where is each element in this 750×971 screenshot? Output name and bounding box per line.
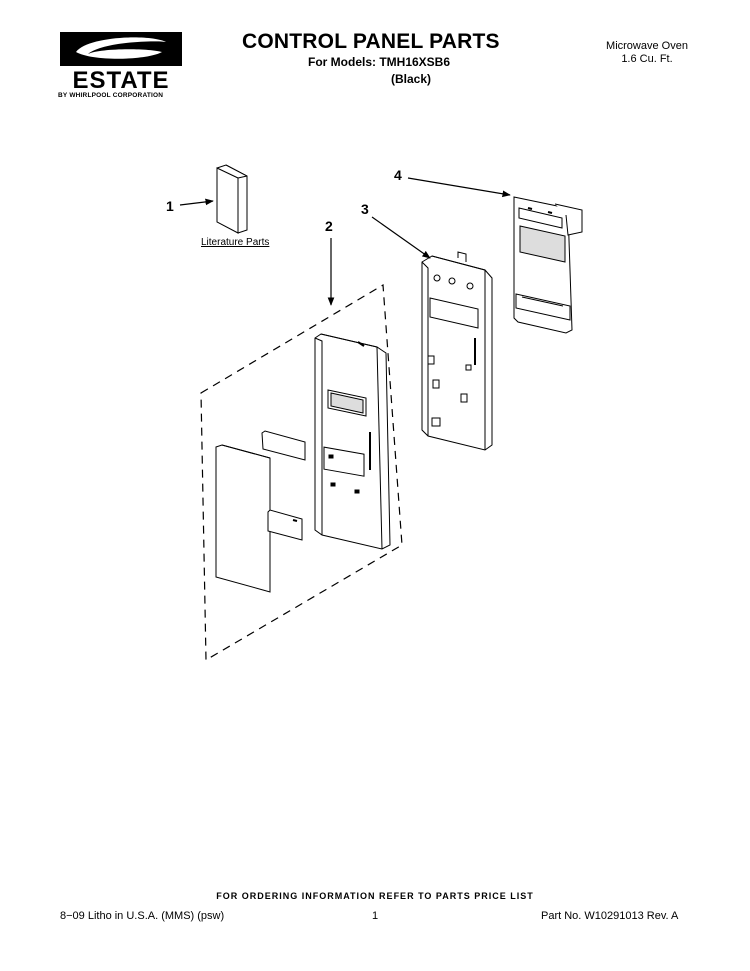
callout-leader-1	[179, 198, 214, 206]
assembly-boundary	[200, 283, 403, 662]
callout-leader-4	[407, 177, 511, 198]
control-panel-front	[314, 333, 391, 550]
page-number: 1	[372, 910, 379, 922]
product-capacity: 1.6 Cu. Ft.	[621, 53, 673, 65]
control-panel-housing	[421, 251, 493, 451]
estate-logo: ESTATE	[60, 32, 182, 94]
callout-4: 4	[394, 167, 402, 183]
callout-leader-3	[371, 216, 431, 259]
literature-booklet	[216, 164, 248, 234]
part-number: Part No. W10291013 Rev. A	[541, 910, 679, 922]
page-title: CONTROL PANEL PARTS	[242, 30, 500, 53]
product-description: Microwave Oven 1.6 Cu. Ft.	[592, 40, 702, 66]
svg-text:ESTATE: ESTATE	[72, 67, 169, 94]
model-number: For Models: TMH16XSB6	[308, 55, 451, 69]
ordering-info: FOR ORDERING INFORMATION REFER TO PARTS …	[216, 891, 534, 901]
callout-3: 3	[361, 201, 369, 217]
model-color: (Black)	[391, 72, 432, 86]
callout-2: 2	[325, 218, 333, 234]
callout-1: 1	[166, 198, 174, 214]
bracket	[513, 196, 583, 334]
membrane-overlay	[215, 444, 271, 593]
logo-subtitle: BY WHIRLPOOL CORPORATION	[58, 92, 164, 99]
litho-info: 8−09 Litho in U.S.A. (MMS) (psw)	[60, 910, 225, 922]
window-lens	[261, 430, 306, 461]
circuit-tab	[267, 509, 303, 541]
literature-parts-label: Literature Parts	[201, 237, 270, 248]
product-type: Microwave Oven	[606, 40, 688, 52]
